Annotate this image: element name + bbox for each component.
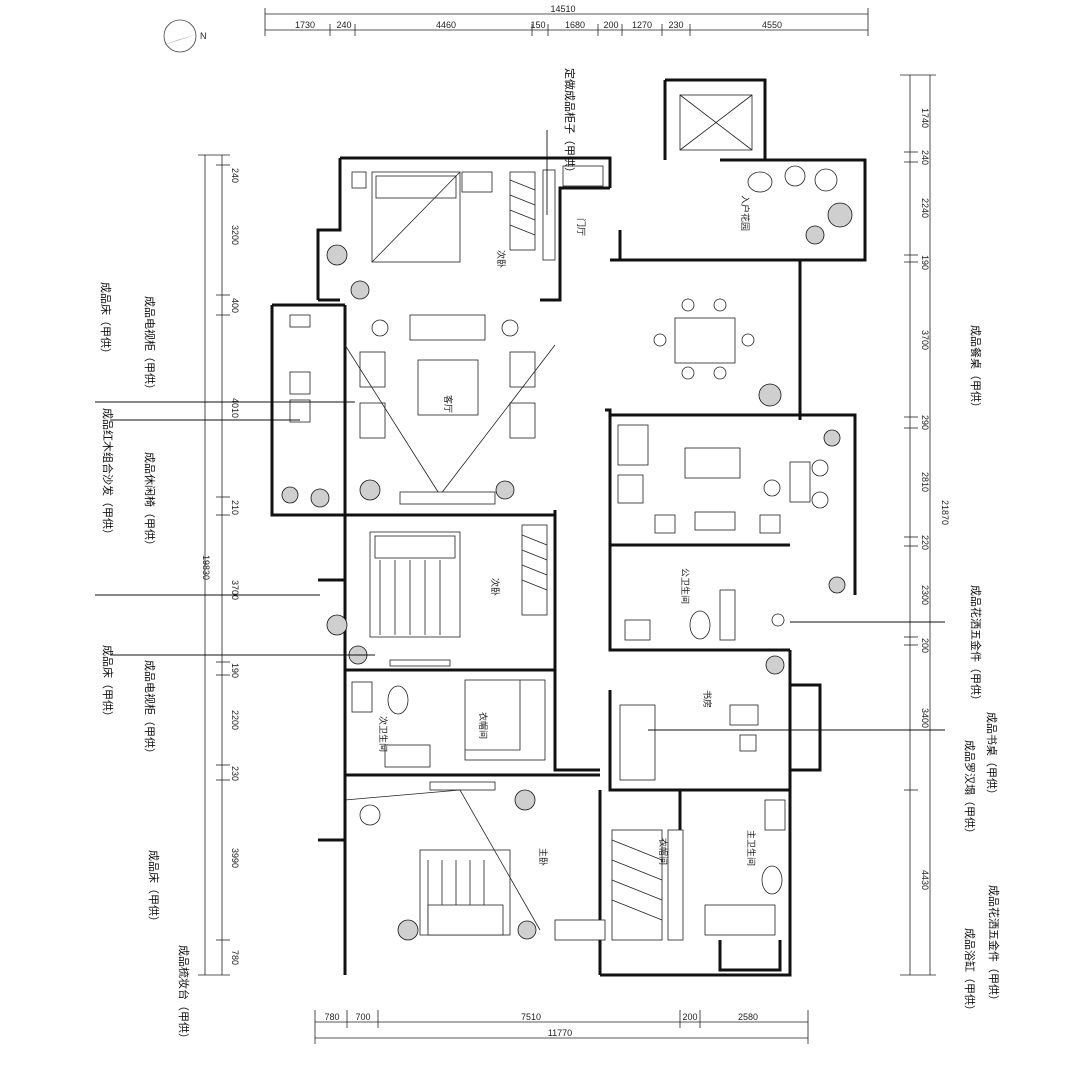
note-bathtub: 成品浴缸（甲供） [963, 928, 977, 1016]
plant-icon [281, 486, 299, 504]
room-label-entrance: 门厅 [575, 218, 587, 236]
note-bed: 成品床（甲供） [99, 282, 113, 359]
furniture [289, 94, 838, 941]
top-total-dim: 14510 [550, 4, 575, 14]
note-arhat-bed: 成品罗汉塌（甲供） [963, 740, 977, 839]
bottom-dim: 700 [355, 1012, 370, 1022]
note-shower-hardware: 成品花洒五金件（甲供） [969, 585, 983, 706]
room-label-closet: 衣帽间 [657, 838, 669, 865]
left-dim: 2200 [230, 710, 240, 730]
top-dim: 230 [668, 20, 683, 30]
note-bed: 成品床（甲供） [147, 850, 161, 927]
right-total-dim: 21870 [940, 500, 950, 525]
left-dim: 4010 [230, 398, 240, 418]
top-dim: 4460 [436, 20, 456, 30]
plant-icon [827, 202, 853, 228]
walls [270, 78, 867, 977]
left-dimension-chain: 240 3200 400 4010 210 3700 190 2200 230 … [198, 154, 240, 976]
bottom-dim: 780 [324, 1012, 339, 1022]
plant-icon [359, 479, 381, 501]
bottom-total-dim: 11770 [548, 1028, 572, 1038]
left-total-dim: 19830 [201, 555, 211, 580]
plant-icon [828, 576, 846, 594]
plant-icon [350, 280, 370, 300]
right-dim: 220 [920, 535, 930, 550]
left-dim: 400 [230, 298, 240, 313]
plant-icon [326, 614, 348, 636]
note-shower-hardware: 成品花洒五金件（甲供） [987, 885, 1001, 1006]
note-dining-table: 成品餐桌（甲供） [969, 325, 983, 413]
right-dim: 290 [920, 415, 930, 430]
left-dim: 3990 [230, 848, 240, 868]
svg-text:N: N [200, 31, 207, 41]
room-label-entry-garden: 入户花园 [739, 195, 751, 231]
note-sofa: 成品红木组合沙发（甲供） [101, 408, 115, 540]
top-dim: 1680 [565, 20, 585, 30]
plant-icon [397, 919, 419, 941]
bottom-dimension-chain: 780 700 7510 200 2580 11770 [314, 1010, 809, 1044]
plant-icon [517, 920, 537, 940]
plant-icon [765, 655, 785, 675]
plant-icon [758, 383, 782, 407]
north-arrow-icon: N [160, 19, 207, 53]
note-custom-cabinet: 定做成品柜子（甲供） [563, 68, 577, 178]
room-label-bedroom-top: 次卧 [495, 250, 507, 268]
left-dim: 780 [230, 950, 240, 965]
bottom-dim: 200 [682, 1012, 697, 1022]
left-dim: 3200 [230, 225, 240, 245]
note-dresser: 成品梳妆台（甲供） [177, 945, 191, 1044]
plant-icon [495, 480, 515, 500]
top-dim: 4550 [762, 20, 782, 30]
plant-icon [823, 429, 841, 447]
top-dim: 1730 [295, 20, 315, 30]
note-desk: 成品书桌（甲供） [985, 712, 999, 800]
left-dim: 230 [230, 766, 240, 781]
top-dim: 1270 [632, 20, 652, 30]
note-lounge-chair: 成品休闲椅（甲供） [143, 452, 157, 551]
top-dim: 200 [603, 20, 618, 30]
right-dim: 4430 [920, 870, 930, 890]
room-label-closet: 衣帽间 [477, 712, 489, 739]
annotation-notes: 定做成品柜子（甲供） 成品床（甲供） 成品电视柜（甲供） 成品红木组合沙发（甲供… [99, 68, 1001, 1044]
room-label-master-bath: 主卫生间 [745, 830, 757, 866]
plant-icon [514, 789, 536, 811]
right-dim: 2240 [920, 198, 930, 218]
room-label-public-bath: 公卫生间 [679, 568, 691, 604]
right-dim: 2300 [920, 585, 930, 605]
left-dim: 190 [230, 663, 240, 678]
left-dim: 3700 [230, 580, 240, 600]
right-dim: 1740 [920, 108, 930, 128]
room-label-study: 书房 [701, 690, 713, 708]
room-labels: 入户花园 门厅 次卧 次卧 次卫生间 公卫生间 书房 主卧 主卫生间 衣帽间 衣… [377, 195, 757, 866]
leader-lines [95, 130, 945, 731]
top-dimension-chain: 14510 1730 240 4460 150 1680 200 1270 23… [264, 4, 869, 36]
top-dim: 150 [530, 20, 545, 30]
plant-icons [281, 202, 853, 941]
right-dim: 3400 [920, 708, 930, 728]
note-tv-cabinet: 成品电视柜（甲供） [143, 296, 157, 395]
room-label-guest-bath: 次卫生间 [377, 716, 389, 752]
left-dim: 210 [230, 500, 240, 515]
room-label-master: 主卧 [537, 848, 549, 866]
right-dim: 2810 [920, 472, 930, 492]
right-dim: 190 [920, 255, 930, 270]
right-dimension-chain: 1740 240 2240 190 3700 290 2810 220 2300… [900, 74, 950, 976]
room-label-living: 客厅 [442, 395, 454, 413]
bottom-dim: 2580 [738, 1012, 758, 1022]
plant-icon [805, 225, 825, 245]
note-bed: 成品床（甲供） [101, 645, 115, 722]
note-tv-cabinet: 成品电视柜（甲供） [143, 660, 157, 759]
plant-icon [310, 488, 330, 508]
top-dim: 240 [336, 20, 351, 30]
right-dim: 3700 [920, 330, 930, 350]
right-dim: 200 [920, 638, 930, 653]
right-dim: 240 [920, 150, 930, 165]
plant-icon [326, 244, 348, 266]
left-dim: 240 [230, 168, 240, 183]
room-label-bedroom-mid: 次卧 [489, 578, 501, 596]
bottom-dim: 7510 [521, 1012, 541, 1022]
